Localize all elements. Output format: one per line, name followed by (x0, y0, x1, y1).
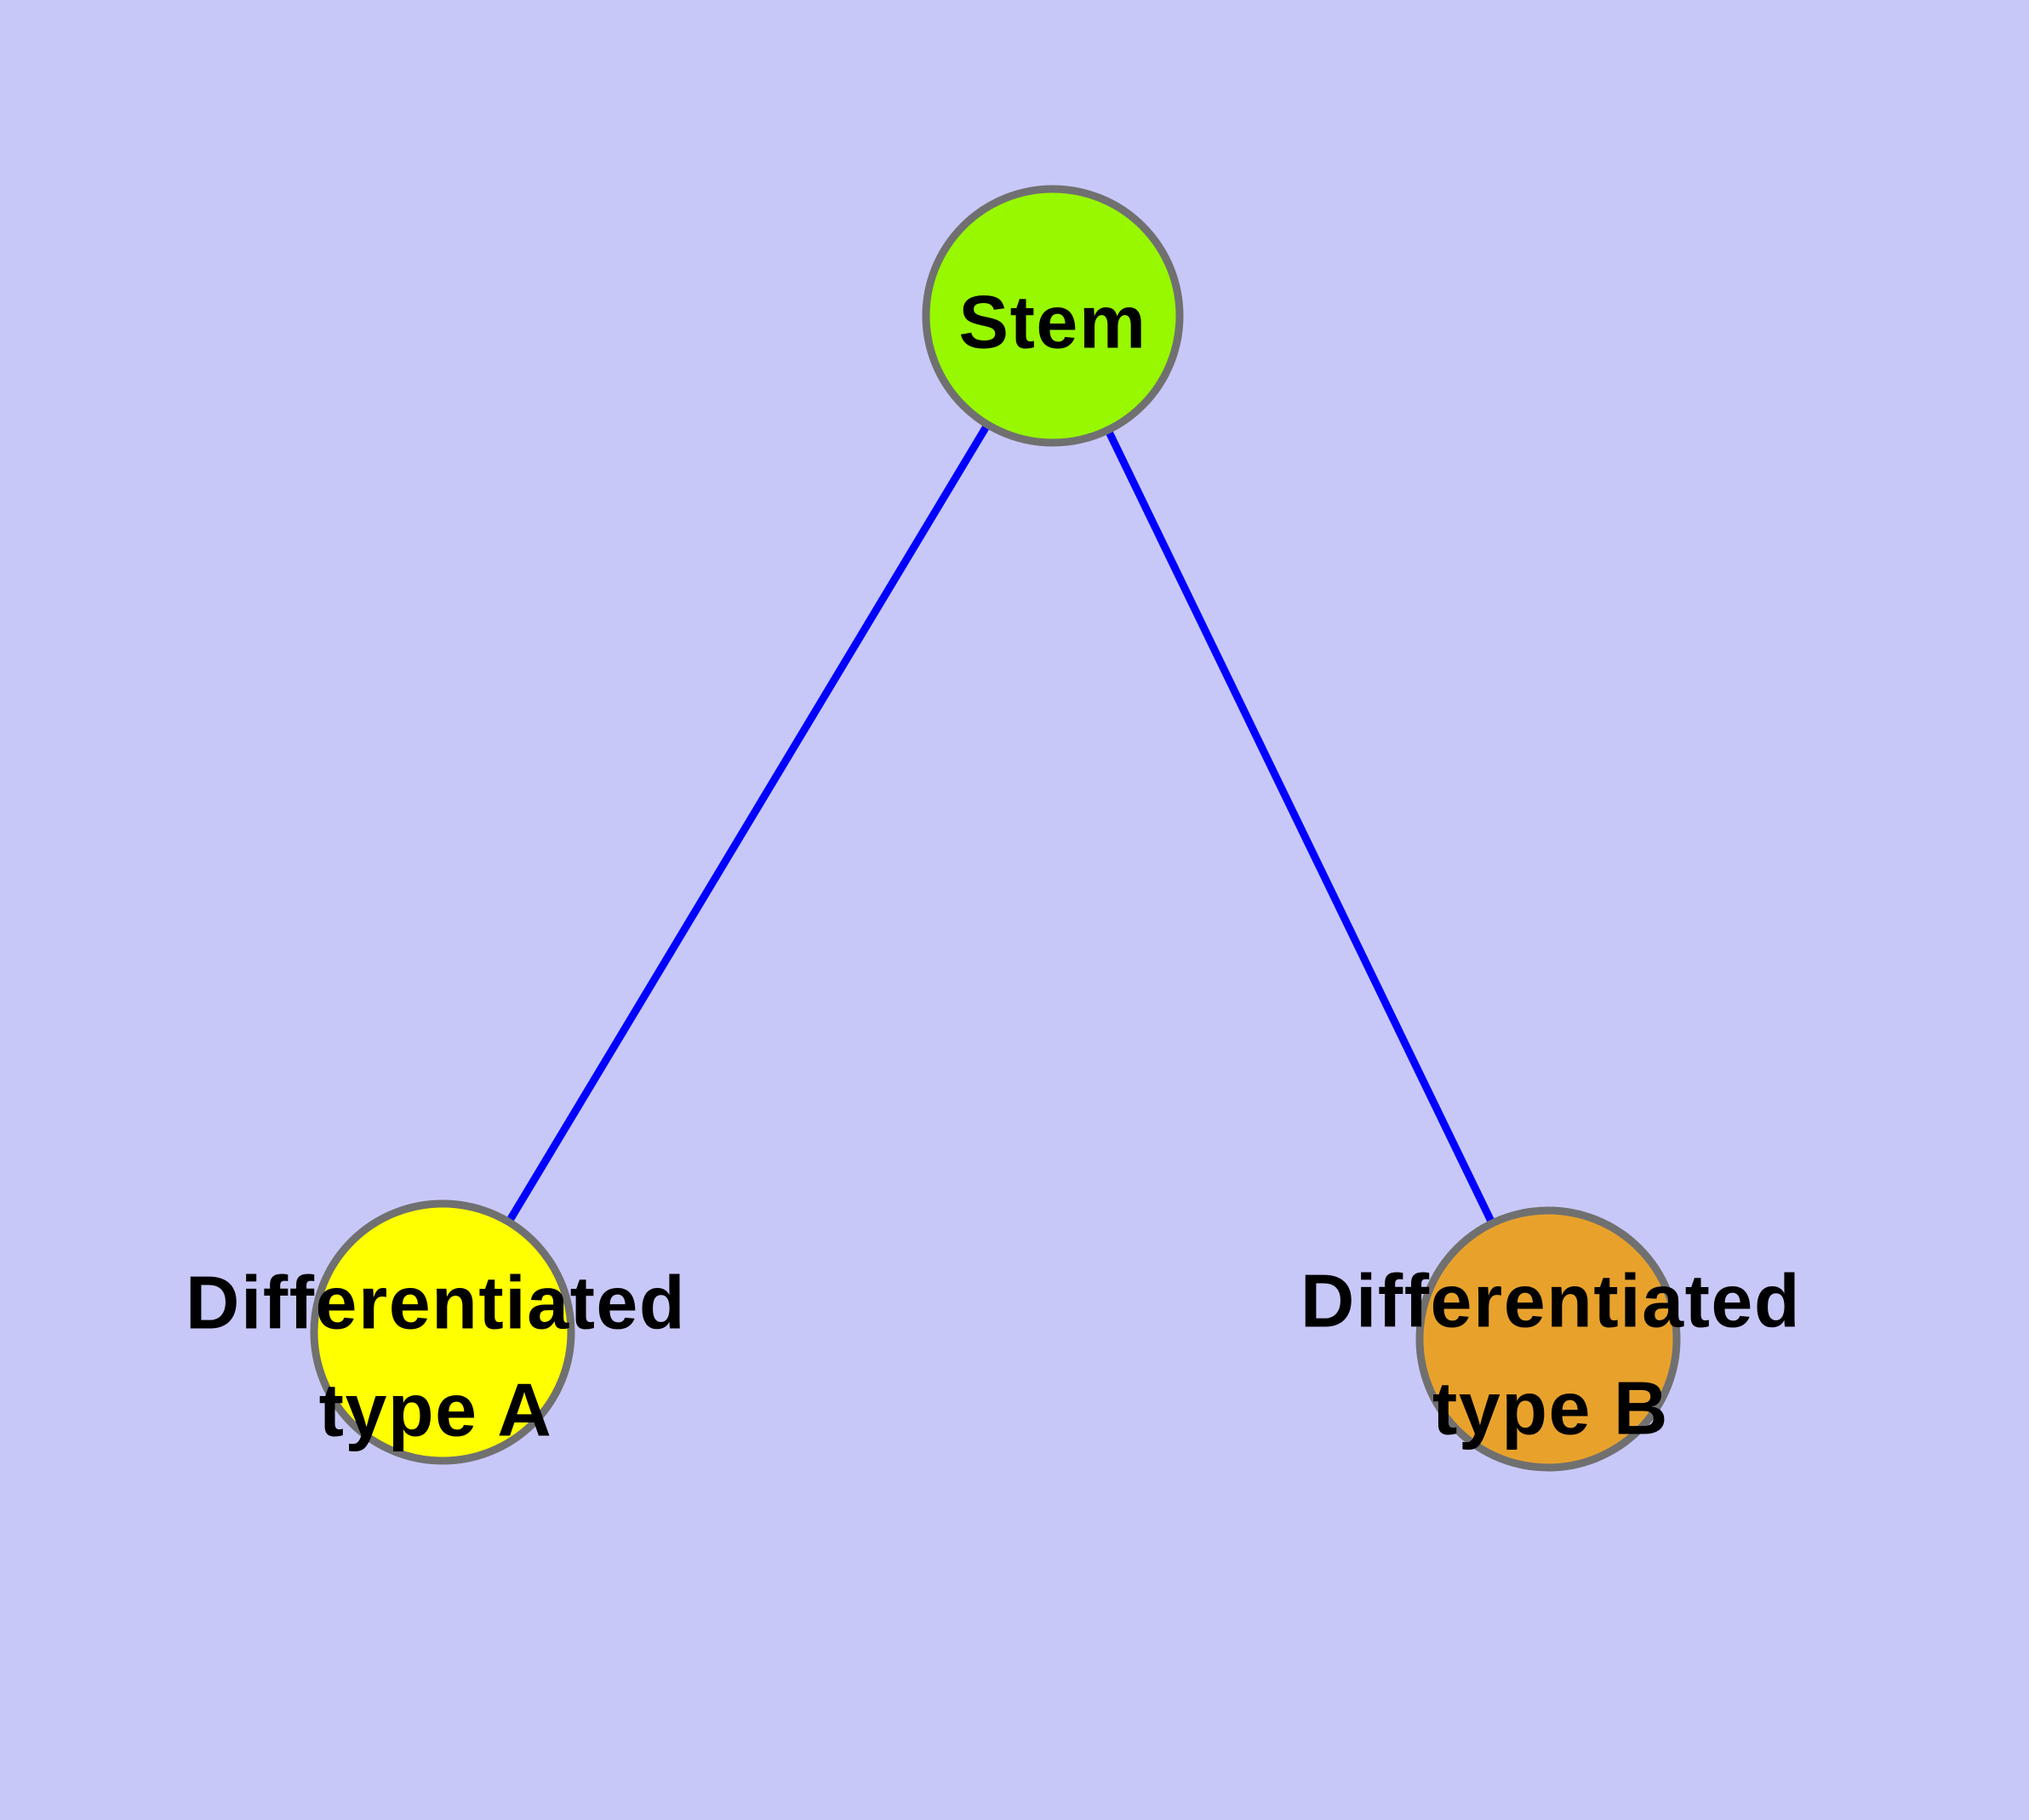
edge-stem-to-type-a (438, 312, 1057, 1336)
node-type-a-label-line1: Differentiated (186, 1261, 686, 1345)
edge-stem-to-type-b (1049, 312, 1552, 1343)
node-type-b-label-line2: type B (1432, 1366, 1669, 1451)
node-differentiated-type-a (310, 1199, 575, 1465)
node-type-a-label-line2: type A (319, 1368, 553, 1452)
node-type-b-label-line1: Differentiated (1300, 1259, 1801, 1343)
node-differentiated-type-b (1415, 1206, 1681, 1472)
node-stem-label: Stem (958, 280, 1146, 364)
node-stem (922, 185, 1184, 447)
